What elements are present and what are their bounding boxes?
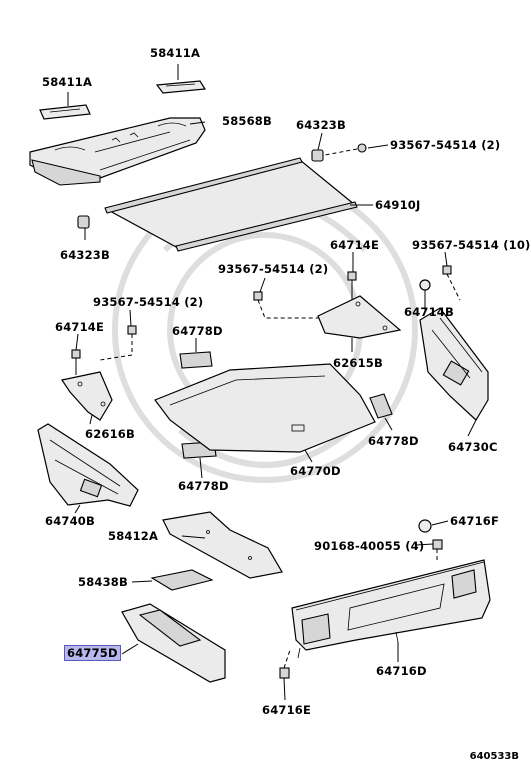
callout-93567-left[interactable]: 93567-54514 (2): [93, 295, 204, 309]
callout-64770d[interactable]: 64770D: [290, 464, 341, 478]
part-58412a-mat[interactable]: [162, 511, 283, 579]
callout-64323b-right[interactable]: 64323B: [296, 118, 346, 132]
screw-64716e[interactable]: [279, 649, 291, 679]
callout-64714b[interactable]: 64714B: [404, 305, 454, 319]
part-58568b-package-tray[interactable]: [29, 117, 206, 186]
clip-64714b[interactable]: [419, 279, 431, 312]
screw-93567-top[interactable]: [324, 143, 367, 156]
clip-64716f[interactable]: [418, 519, 432, 533]
part-62616b-bracket[interactable]: [61, 371, 113, 421]
part-64730c-right-trim[interactable]: [419, 307, 489, 421]
part-64716d-rear-panel[interactable]: [291, 559, 491, 659]
part-64323b-clip-left[interactable]: [77, 215, 90, 229]
screw-64714e-right[interactable]: [347, 271, 357, 300]
screw-93567-left[interactable]: [99, 325, 137, 361]
part-64778d-pad-1[interactable]: [179, 351, 213, 369]
screw-93567-center[interactable]: [253, 291, 320, 319]
part-64775d-block[interactable]: [121, 603, 226, 683]
screw-64714e-left[interactable]: [71, 349, 81, 375]
part-58411a-lower[interactable]: [39, 104, 91, 120]
callout-64714e-left[interactable]: 64714E: [55, 320, 105, 334]
callout-64716d[interactable]: 64716D: [376, 664, 427, 678]
callout-64730c[interactable]: 64730C: [448, 440, 498, 454]
callout-62616b[interactable]: 62616B: [85, 427, 135, 441]
callout-58438b[interactable]: 58438B: [78, 575, 128, 589]
callout-90168[interactable]: 90168-40055 (4): [314, 539, 425, 553]
part-64910j-cover[interactable]: [104, 157, 358, 252]
part-64770d-trunk-mat[interactable]: [154, 363, 376, 453]
callout-64716f[interactable]: 64716F: [450, 514, 500, 528]
callout-64775d-highlighted[interactable]: 64775D: [64, 645, 121, 661]
callout-64910j[interactable]: 64910J: [375, 198, 421, 212]
callout-93567-center[interactable]: 93567-54514 (2): [218, 262, 329, 276]
callout-93567-top[interactable]: 93567-54514 (2): [390, 138, 501, 152]
callout-62615b[interactable]: 62615B: [333, 356, 383, 370]
part-62615b-bracket[interactable]: [317, 295, 402, 339]
callout-64716e[interactable]: 64716E: [262, 703, 312, 717]
callout-58411a-upper[interactable]: 58411A: [150, 46, 201, 60]
callout-64740b[interactable]: 64740B: [45, 514, 95, 528]
diagram-reference-code: 640533B: [469, 751, 519, 762]
screw-93567-right[interactable]: [442, 265, 461, 301]
callout-64778d-1[interactable]: 64778D: [172, 324, 223, 338]
callout-64778d-3[interactable]: 64778D: [178, 479, 229, 493]
callout-58411a-lower[interactable]: 58411A: [42, 75, 93, 89]
callout-64323b-left[interactable]: 64323B: [60, 248, 110, 262]
callout-58568b[interactable]: 58568B: [222, 114, 272, 128]
part-64778d-pad-2[interactable]: [369, 393, 393, 419]
callout-64714e-right[interactable]: 64714E: [330, 238, 380, 252]
part-64740b-left-trim[interactable]: [37, 423, 139, 507]
callout-93567-right[interactable]: 93567-54514 (10): [412, 238, 531, 252]
screw-90168[interactable]: [432, 539, 443, 562]
callout-58412a[interactable]: 58412A: [108, 529, 159, 543]
leader-lines: [67, 64, 477, 701]
callout-64778d-2[interactable]: 64778D: [368, 434, 419, 448]
part-58411a-upper[interactable]: [155, 80, 207, 94]
part-58438b-pad[interactable]: [150, 569, 214, 591]
part-64323b-clip-right[interactable]: [311, 149, 324, 162]
